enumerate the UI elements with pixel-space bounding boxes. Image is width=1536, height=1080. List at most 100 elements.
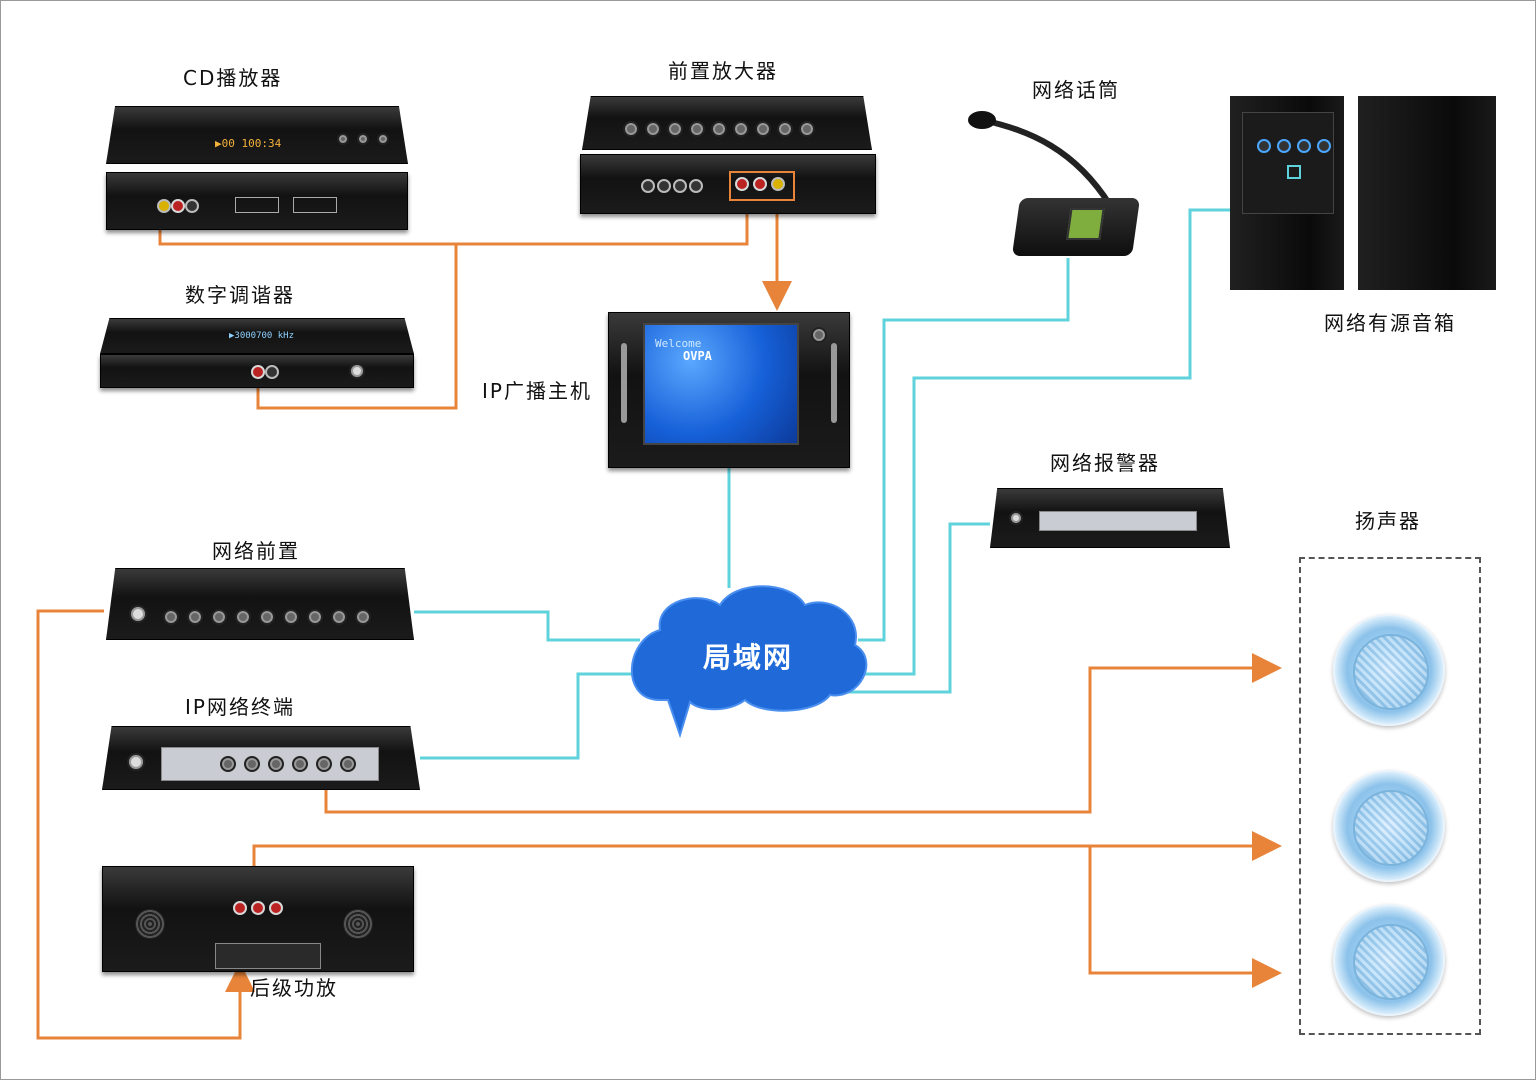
active-speaker-knob [1277, 139, 1291, 153]
power-amp-chassis [102, 866, 414, 972]
active-speaker-knob [1317, 139, 1331, 153]
preamp-jack [753, 177, 767, 191]
network-preamp-knob [355, 609, 371, 625]
network-preamp-knob [235, 609, 251, 625]
ip-host-handle-right [831, 343, 837, 423]
active-speaker-knob [1297, 139, 1311, 153]
preamp-jack [771, 177, 785, 191]
mic-gooseneck [968, 111, 1113, 207]
cd-rear-plate [235, 197, 279, 213]
power-amp-terminal [269, 901, 283, 915]
network-alarm-label: 网络报警器 [1050, 451, 1160, 475]
power-amp-terminal [233, 901, 247, 915]
tuner-display: ▶3000700 kHz [229, 331, 295, 341]
network-preamp-knob [211, 609, 227, 625]
network-preamp-knob [331, 609, 347, 625]
tuner-port [349, 363, 365, 379]
network-preamp-power [129, 605, 147, 623]
speakers-label: 扬声器 [1355, 509, 1421, 533]
netpreamp-to-lan-link [414, 610, 640, 642]
ip-host-label: IP广播主机 [482, 379, 592, 403]
ip-terminal-panel [161, 747, 379, 781]
ip-host-welcome: Welcome [655, 337, 702, 350]
ceiling-speaker [1333, 904, 1445, 1016]
ip-terminal-label: IP网络终端 [185, 695, 295, 719]
lan-cloud [630, 585, 868, 739]
active-speaker-panel [1242, 112, 1334, 214]
ip-host-screen: Welcome OVPA [643, 323, 799, 445]
netpreamp-to-poweramp-link [36, 609, 255, 1040]
terminal-to-speaker1-link [324, 653, 1282, 814]
power-amp-fan-left [135, 909, 165, 939]
preamp-output-box [729, 171, 795, 201]
cd-player-label: CD播放器 [183, 66, 283, 90]
activespk-to-lan-link [852, 208, 1278, 676]
cd-jack [157, 199, 171, 213]
cd-button [377, 133, 389, 145]
cd-jack [185, 199, 199, 213]
cd-jack [171, 199, 185, 213]
ip-host-power-button [811, 327, 827, 343]
network-alarm-power [1009, 511, 1023, 525]
alarm-to-lan-link [836, 522, 990, 694]
power-amp-input-plate [215, 943, 321, 969]
ip-terminal-knob [220, 756, 236, 772]
preamp-knob [623, 121, 639, 137]
tuner-jack [251, 365, 265, 379]
network-preamp-knob [163, 609, 179, 625]
preamp-jack [641, 179, 655, 193]
preamp-rear [580, 154, 876, 214]
cd-player-rear [106, 172, 408, 230]
cd-player-front: ▶00 100:34 [106, 106, 408, 164]
ip-terminal-knob [268, 756, 284, 772]
network-preamp-chassis [106, 568, 414, 640]
ip-terminal-knob [244, 756, 260, 772]
preamp-knob [755, 121, 771, 137]
tuner-label: 数字调谐器 [185, 283, 295, 307]
active-speaker-front [1358, 96, 1496, 290]
cd-display: ▶00 100:34 [215, 137, 282, 150]
ip-terminal-knob [340, 756, 356, 772]
preamp-knob [689, 121, 705, 137]
preamp-knob [777, 121, 793, 137]
ip-terminal-chassis [102, 726, 420, 790]
tuner-rear [100, 354, 414, 388]
poweramp-to-speaker3-link [1088, 846, 1282, 988]
network-preamp-knob [307, 609, 323, 625]
speaker-grille [1353, 790, 1429, 866]
network-preamp-knob [259, 609, 275, 625]
speaker-grille [1353, 924, 1429, 1000]
tuner-to-preamp-link [256, 244, 458, 410]
cd-rear-plate [293, 197, 337, 213]
preamp-knob [645, 121, 661, 137]
active-speaker-lan-port [1287, 165, 1301, 179]
ceiling-speaker [1333, 614, 1445, 726]
preamp-knob [733, 121, 749, 137]
ip-host-brand: OVPA [683, 349, 712, 363]
network-links [414, 208, 1278, 760]
ip-terminal-power [127, 753, 145, 771]
power-amp-fan-right [343, 909, 373, 939]
lan-label: 局域网 [703, 641, 794, 674]
mic-to-lan-link [858, 258, 1070, 642]
power-amp-label: 后级功放 [250, 976, 338, 1000]
cd-button [337, 133, 349, 145]
speakers-group [1299, 557, 1481, 1035]
tuner-jack [265, 365, 279, 379]
preamp-jack [673, 179, 687, 193]
active-speaker-label: 网络有源音箱 [1324, 311, 1456, 335]
preamp-knob [799, 121, 815, 137]
preamp-jack [735, 177, 749, 191]
network-preamp-label: 网络前置 [212, 539, 300, 563]
mic-lcd [1066, 208, 1105, 240]
speaker-grille [1353, 634, 1429, 710]
network-preamp-knob [187, 609, 203, 625]
tuner-front: ▶3000700 kHz [100, 318, 414, 354]
preamp-jack [689, 179, 703, 193]
preamp-front [582, 96, 872, 150]
preamp-label: 前置放大器 [668, 59, 778, 83]
network-mic-label: 网络话筒 [1032, 78, 1120, 102]
preamp-knob [667, 121, 683, 137]
ip-terminal-knob [292, 756, 308, 772]
